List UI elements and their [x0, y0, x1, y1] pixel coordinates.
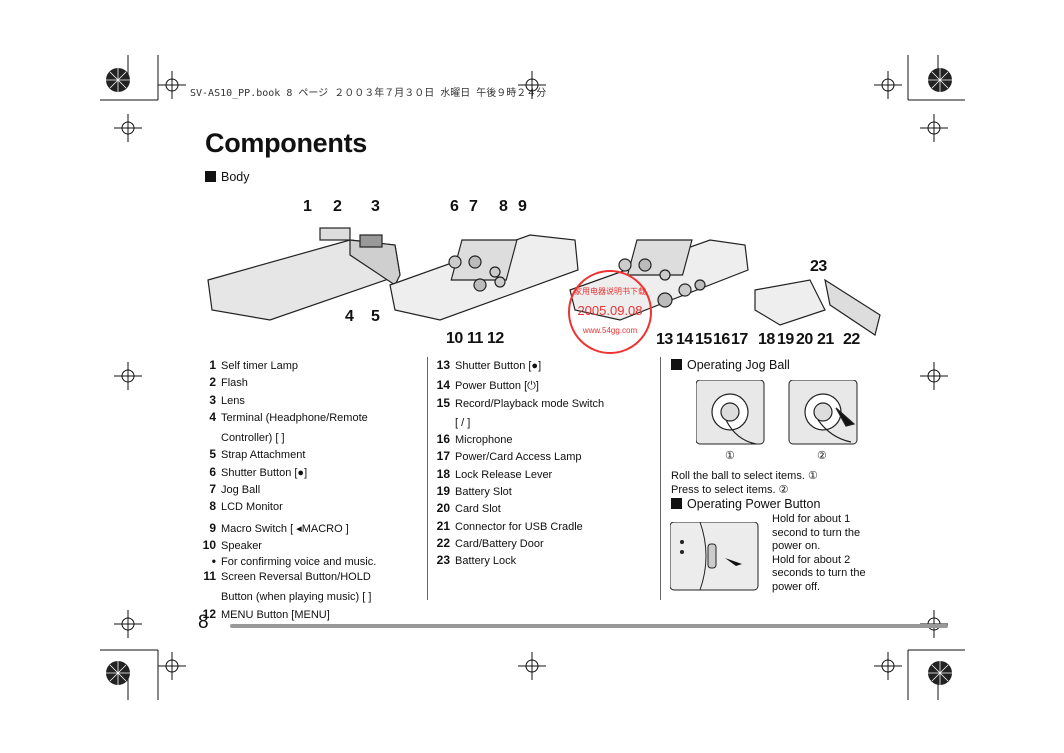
callout-21: 21	[817, 331, 834, 348]
power-button-illustration	[670, 522, 759, 591]
callout-2: 2	[333, 198, 342, 215]
print-header: SV-AS10_PP.book 8 ページ ２００３年７月３０日 水曜日 午後９…	[190, 88, 547, 99]
callout-1: 1	[303, 198, 312, 215]
callout-9: 9	[518, 198, 527, 215]
list-item: Button (when playing music) [ ]	[221, 591, 372, 604]
callout-7: 7	[469, 198, 478, 215]
power-caption: Hold for about 1 second to turn the powe…	[772, 513, 866, 593]
jog-mark-1: ①	[725, 450, 735, 462]
callout-14: 14	[676, 331, 693, 348]
callout-10: 10	[446, 330, 463, 347]
callout-19: 19	[777, 331, 794, 348]
column-divider	[660, 357, 661, 600]
callout-3: 3	[371, 198, 380, 215]
column-divider	[427, 357, 428, 600]
callout-16: 16	[713, 331, 730, 348]
list-item: [ / ]	[455, 416, 471, 429]
jog-ball-illustration	[696, 380, 858, 445]
callout-5: 5	[371, 308, 380, 325]
callout-4: 4	[345, 308, 354, 325]
callout-6: 6	[450, 198, 459, 215]
square-bullet-icon	[671, 359, 682, 370]
callout-17: 17	[731, 331, 748, 348]
list-item: •For confirming voice and music.	[211, 554, 377, 569]
callout-20: 20	[796, 331, 813, 348]
power-button-heading: Operating Power Button	[671, 497, 820, 511]
jog-ball-heading: Operating Jog Ball	[671, 358, 790, 372]
callout-11: 11	[467, 330, 483, 347]
watermark-stamp: 家用电器说明书下载 2005.09.08 www.54gg.com	[568, 270, 652, 354]
footer-rule	[230, 624, 948, 628]
callout-15: 15	[695, 331, 712, 348]
jog-mark-2: ②	[817, 450, 827, 462]
callout-18: 18	[758, 331, 775, 348]
square-bullet-icon	[205, 171, 216, 182]
callout-13: 13	[656, 331, 673, 348]
body-section-heading: Body	[205, 170, 250, 184]
list-item: Controller) [ ]	[221, 432, 285, 445]
callout-12: 12	[487, 330, 504, 347]
callout-23: 23	[810, 258, 827, 275]
callout-8: 8	[499, 198, 508, 215]
jog-caption: Roll the ball to select items. ① Press t…	[671, 470, 818, 496]
page-number: 8	[198, 612, 209, 633]
callout-22: 22	[843, 331, 860, 348]
square-bullet-icon	[671, 498, 682, 509]
device-illustration	[207, 227, 881, 336]
page-title: Components	[205, 128, 367, 158]
